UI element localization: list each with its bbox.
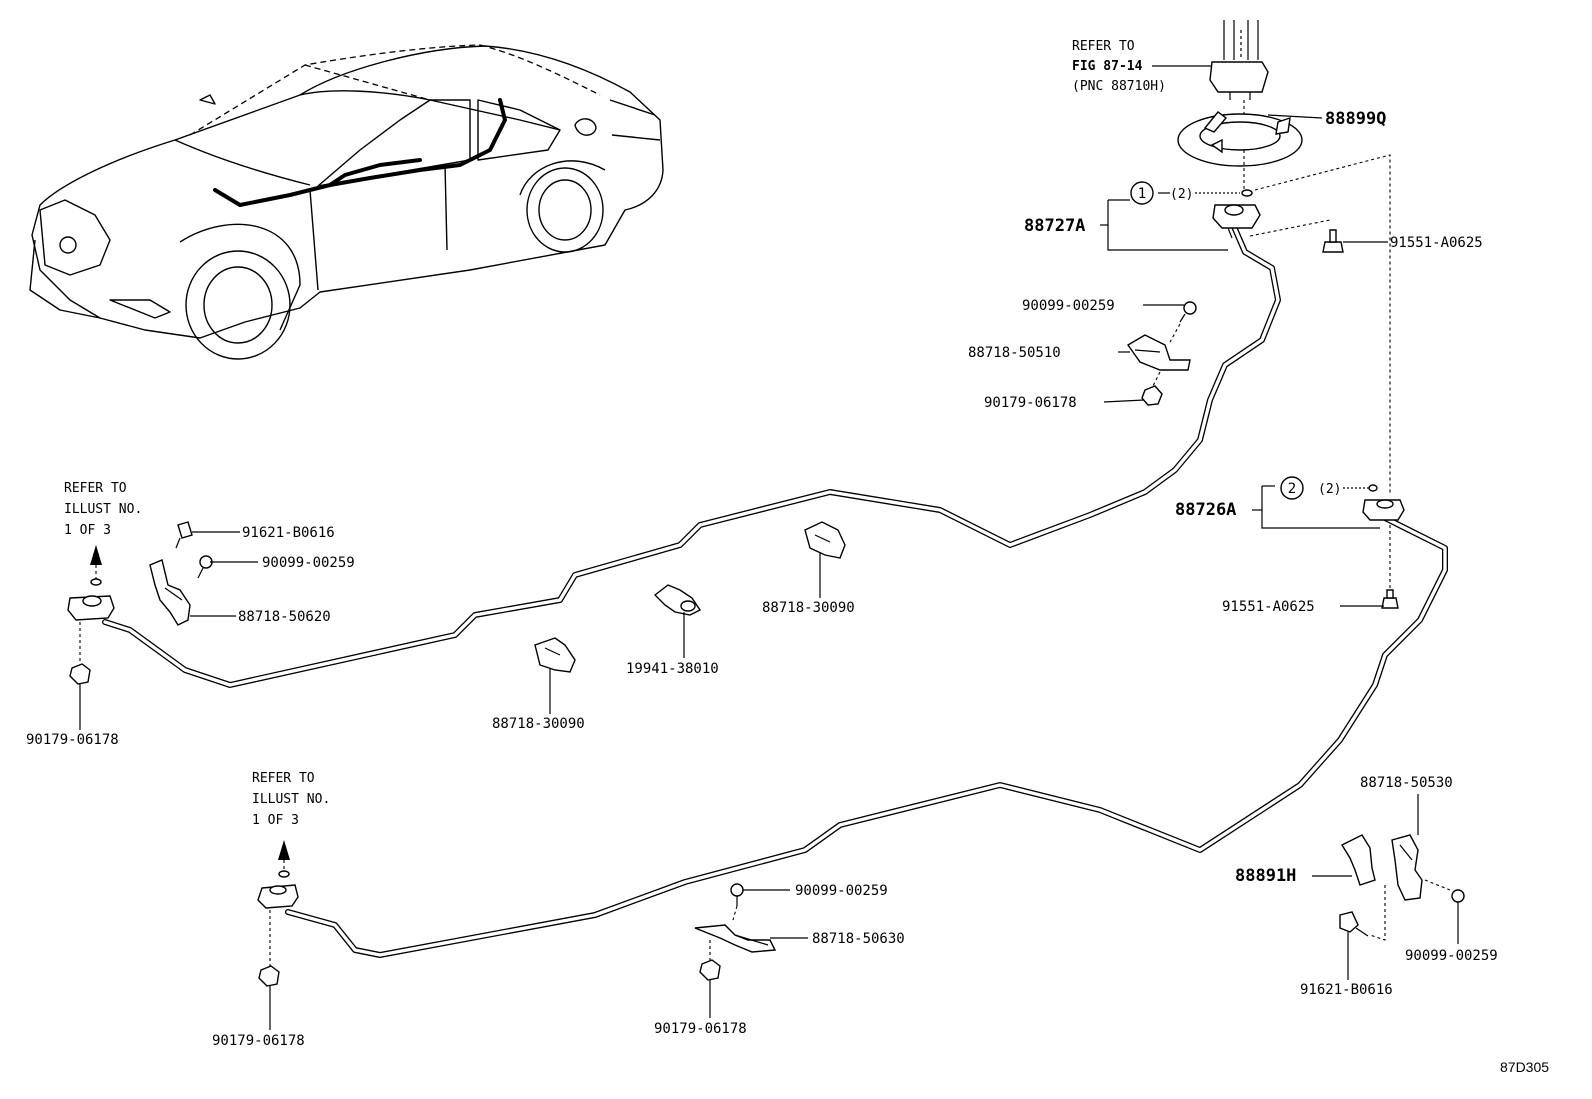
refer-line-3: (PNC 88710H) bbox=[1072, 79, 1166, 94]
refer-line-2: ILLUST NO. bbox=[64, 502, 142, 517]
bolt-91551-mid bbox=[1381, 589, 1399, 609]
grommet-88899Q bbox=[1177, 111, 1303, 167]
label-88718-30090-a: 88718-30090 bbox=[492, 716, 585, 732]
label-91551-A0625-top: 91551-A0625 bbox=[1390, 235, 1483, 251]
dashed-leader bbox=[1169, 323, 1181, 343]
label-19941-38010: 19941-38010 bbox=[626, 661, 719, 677]
refer-line-2: FIG 87-14 bbox=[1072, 59, 1143, 74]
label-88899Q: 88899Q bbox=[1325, 109, 1386, 129]
upper-hose-assembly bbox=[1209, 20, 1269, 125]
dashed-leader bbox=[732, 905, 738, 921]
label-88718-50630: 88718-50630 bbox=[812, 931, 905, 947]
clip-88718-30090-a bbox=[534, 637, 576, 673]
label-91621-B0616-right: 91621-B0616 bbox=[1300, 982, 1393, 998]
bolt-90099-right bbox=[1451, 889, 1465, 903]
bolt-90099-bottom bbox=[730, 883, 744, 906]
label-90179-06178-bottom-mid: 90179-06178 bbox=[654, 1021, 747, 1037]
dashed-leader bbox=[1369, 885, 1386, 941]
o-ring-mid bbox=[1368, 484, 1378, 492]
label-90099-00259-top: 90099-00259 bbox=[1022, 298, 1115, 314]
label-90179-06178-mid: 90179-06178 bbox=[984, 395, 1077, 411]
circle-callout-2: 2 (2) bbox=[1280, 476, 1341, 500]
refer-line-3: 1 OF 3 bbox=[252, 813, 299, 828]
refer-line-3: 1 OF 3 bbox=[64, 523, 111, 538]
label-88718-50530: 88718-50530 bbox=[1360, 775, 1453, 791]
clip-88718-30090-b bbox=[804, 521, 846, 559]
label-90099-00259-right: 90099-00259 bbox=[1405, 948, 1498, 964]
clamp-88718-50510 bbox=[1126, 334, 1191, 371]
dashed-guide-right bbox=[1254, 154, 1391, 495]
bracket-88891H bbox=[1341, 834, 1376, 886]
label-88718-30090-b: 88718-30090 bbox=[762, 600, 855, 616]
nut-90179-bottom-left bbox=[258, 965, 280, 987]
label-91621-B0616-left: 91621-B0616 bbox=[242, 525, 335, 541]
dashed-guide-bolt bbox=[1249, 219, 1331, 237]
label-90179-06178-left: 90179-06178 bbox=[26, 732, 119, 748]
clamp-88718-50630 bbox=[694, 924, 777, 953]
label-88891H: 88891H bbox=[1235, 866, 1296, 886]
refer-line-2: ILLUST NO. bbox=[252, 792, 330, 807]
clamp-88718-50620 bbox=[149, 559, 191, 626]
part-labels: 88899Q 88727A 91551-A0625 90099-00259 88… bbox=[26, 109, 1498, 1049]
refer-line-1: REFER TO bbox=[1072, 39, 1135, 54]
clip-19941-38010 bbox=[653, 584, 702, 616]
fitting-bottom-end bbox=[257, 884, 299, 909]
arrow-up-left bbox=[90, 545, 102, 586]
label-91551-A0625-mid: 91551-A0625 bbox=[1222, 599, 1315, 615]
clamp-88718-50530 bbox=[1391, 834, 1423, 901]
leader-lines bbox=[79, 65, 1459, 1030]
fitting-88726A bbox=[1362, 499, 1405, 521]
refer-note-left: REFER TO ILLUST NO. 1 OF 3 bbox=[64, 481, 142, 538]
label-90099-00259-left: 90099-00259 bbox=[262, 555, 355, 571]
circle-1-qty: (2) bbox=[1170, 187, 1193, 202]
bolt-91621-right bbox=[1339, 911, 1369, 937]
nut-90179-mid bbox=[1141, 385, 1163, 406]
label-88718-50510: 88718-50510 bbox=[968, 345, 1061, 361]
fitting-88727A bbox=[1212, 204, 1261, 239]
refer-line-1: REFER TO bbox=[252, 771, 315, 786]
bolt-90099-top bbox=[1179, 301, 1197, 323]
label-90099-00259-bottom: 90099-00259 bbox=[795, 883, 888, 899]
refer-line-1: REFER TO bbox=[64, 481, 127, 496]
label-88727A: 88727A bbox=[1024, 216, 1085, 236]
label-90179-06178-bottom-left: 90179-06178 bbox=[212, 1033, 305, 1049]
o-ring-top bbox=[1241, 189, 1253, 197]
dashed-leader bbox=[1151, 371, 1161, 389]
nut-90179-left bbox=[69, 663, 91, 685]
label-88718-50620: 88718-50620 bbox=[238, 609, 331, 625]
upper-pipe bbox=[102, 219, 1281, 688]
bolt-91551-top bbox=[1322, 229, 1344, 253]
figure-id: 87D305 bbox=[1500, 1059, 1549, 1075]
arrow-up-bottom bbox=[278, 840, 290, 878]
label-88726A: 88726A bbox=[1175, 500, 1236, 520]
refer-note-fig: REFER TO FIG 87-14 (PNC 88710H) bbox=[1072, 39, 1166, 94]
lower-pipe bbox=[285, 515, 1448, 958]
fitting-left-end bbox=[67, 595, 115, 621]
circle-callout-1: 1 (2) bbox=[1130, 181, 1193, 205]
circle-2-number: 2 bbox=[1288, 481, 1296, 497]
circle-2-qty: (2) bbox=[1318, 482, 1341, 497]
nut-90179-bottom-mid bbox=[699, 959, 721, 981]
dashed-leader bbox=[1424, 879, 1451, 891]
bolt-91621-left bbox=[175, 521, 193, 549]
refer-note-bottom: REFER TO ILLUST NO. 1 OF 3 bbox=[252, 771, 330, 828]
circle-1-number: 1 bbox=[1138, 186, 1146, 202]
bolt-90099-left bbox=[197, 555, 213, 579]
vehicle-illustration bbox=[29, 44, 664, 360]
